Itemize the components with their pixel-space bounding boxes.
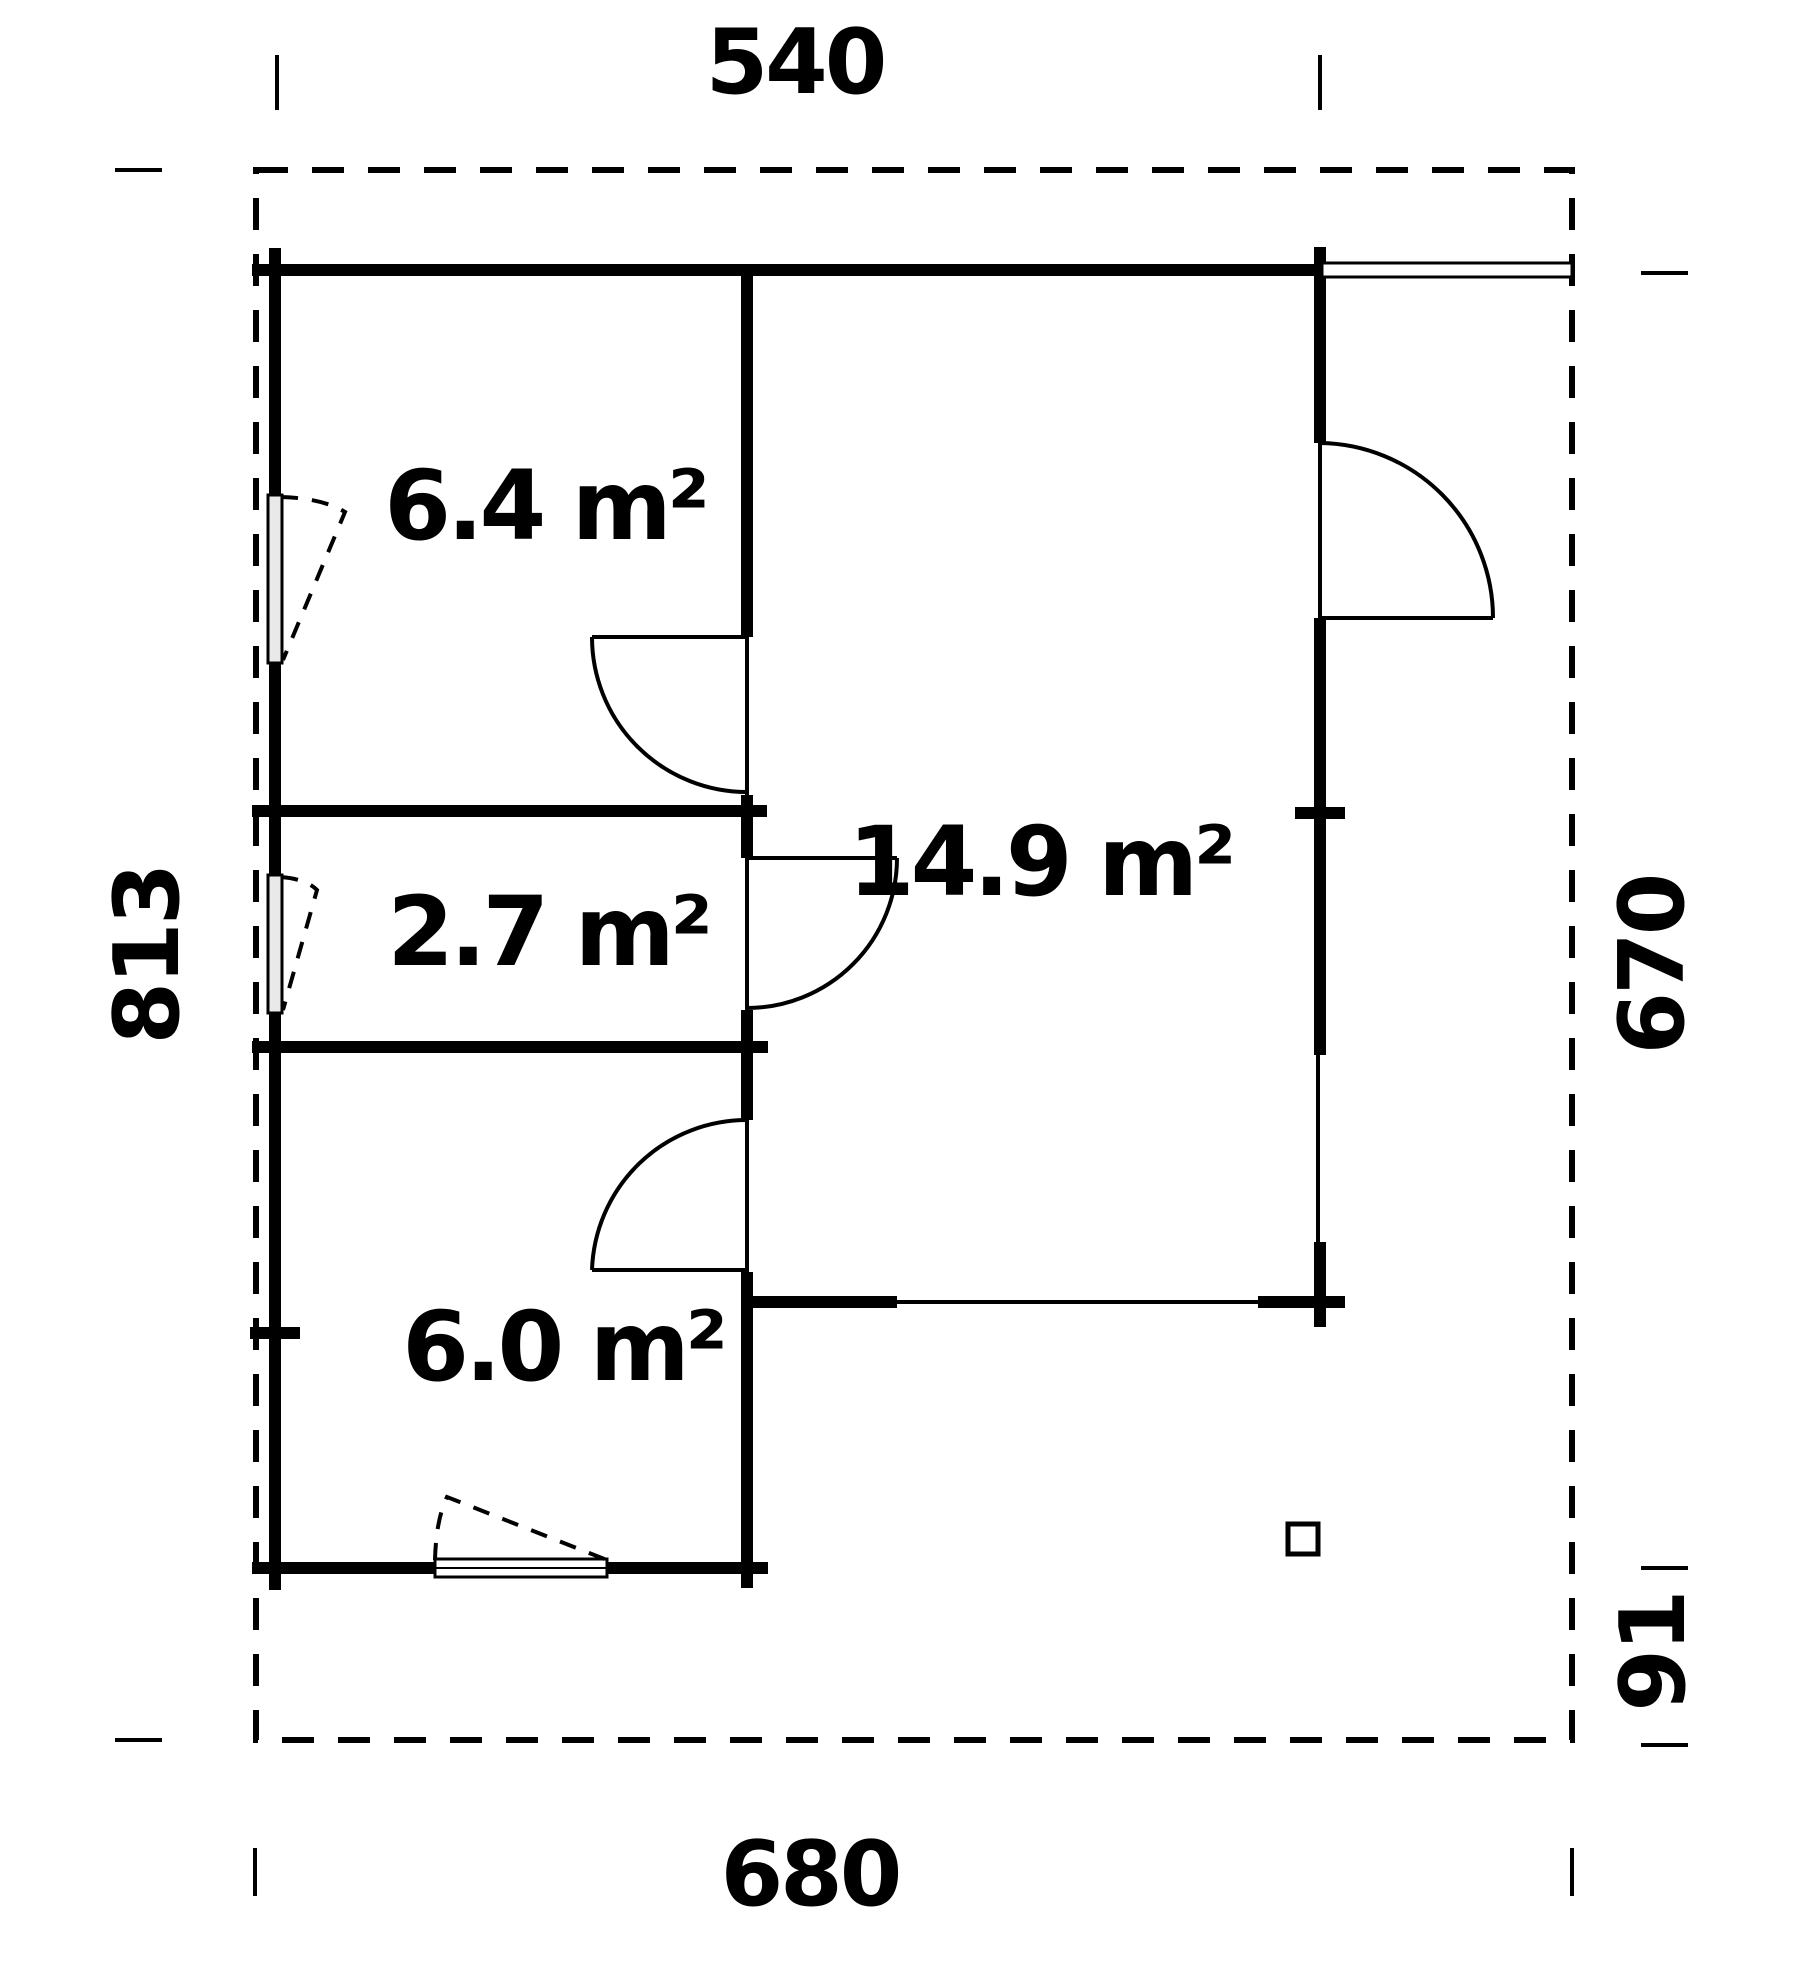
window-swing-2-7 bbox=[280, 875, 320, 1011]
door-arc-right bbox=[1319, 441, 1495, 619]
dashed-swings bbox=[280, 495, 608, 1562]
dimension-top: 540 bbox=[705, 10, 888, 115]
roof-post bbox=[1285, 1521, 1321, 1557]
room-label-2-7: 2.7 m² bbox=[387, 876, 713, 988]
window-left-6-4 bbox=[266, 493, 284, 665]
dimension-right-lower: 91 bbox=[1601, 1592, 1706, 1712]
window-top-right bbox=[1320, 261, 1574, 279]
room-label-6-4: 6.4 m² bbox=[384, 450, 710, 562]
roof-outline-dashed bbox=[253, 167, 1575, 1743]
doors bbox=[590, 441, 1495, 1272]
door-arc-6-4 bbox=[590, 636, 748, 794]
walls bbox=[250, 247, 1345, 1590]
door-arc-6-0 bbox=[590, 1118, 748, 1271]
window-swing-6-4 bbox=[280, 495, 348, 661]
dimension-bottom: 680 bbox=[720, 1822, 903, 1927]
door-arc-2-7 bbox=[746, 857, 899, 1010]
entry-door-swing bbox=[433, 1494, 608, 1562]
dimension-ticks bbox=[115, 55, 1688, 1896]
window-left-2-7 bbox=[266, 873, 284, 1015]
windows bbox=[266, 261, 1574, 1579]
dimension-left: 813 bbox=[95, 865, 200, 1045]
room-label-14-9: 14.9 m² bbox=[847, 806, 1236, 918]
dimension-right-upper: 670 bbox=[1600, 875, 1705, 1055]
opening-lines bbox=[745, 443, 1322, 1304]
room-label-6-0: 6.0 m² bbox=[402, 1291, 728, 1403]
